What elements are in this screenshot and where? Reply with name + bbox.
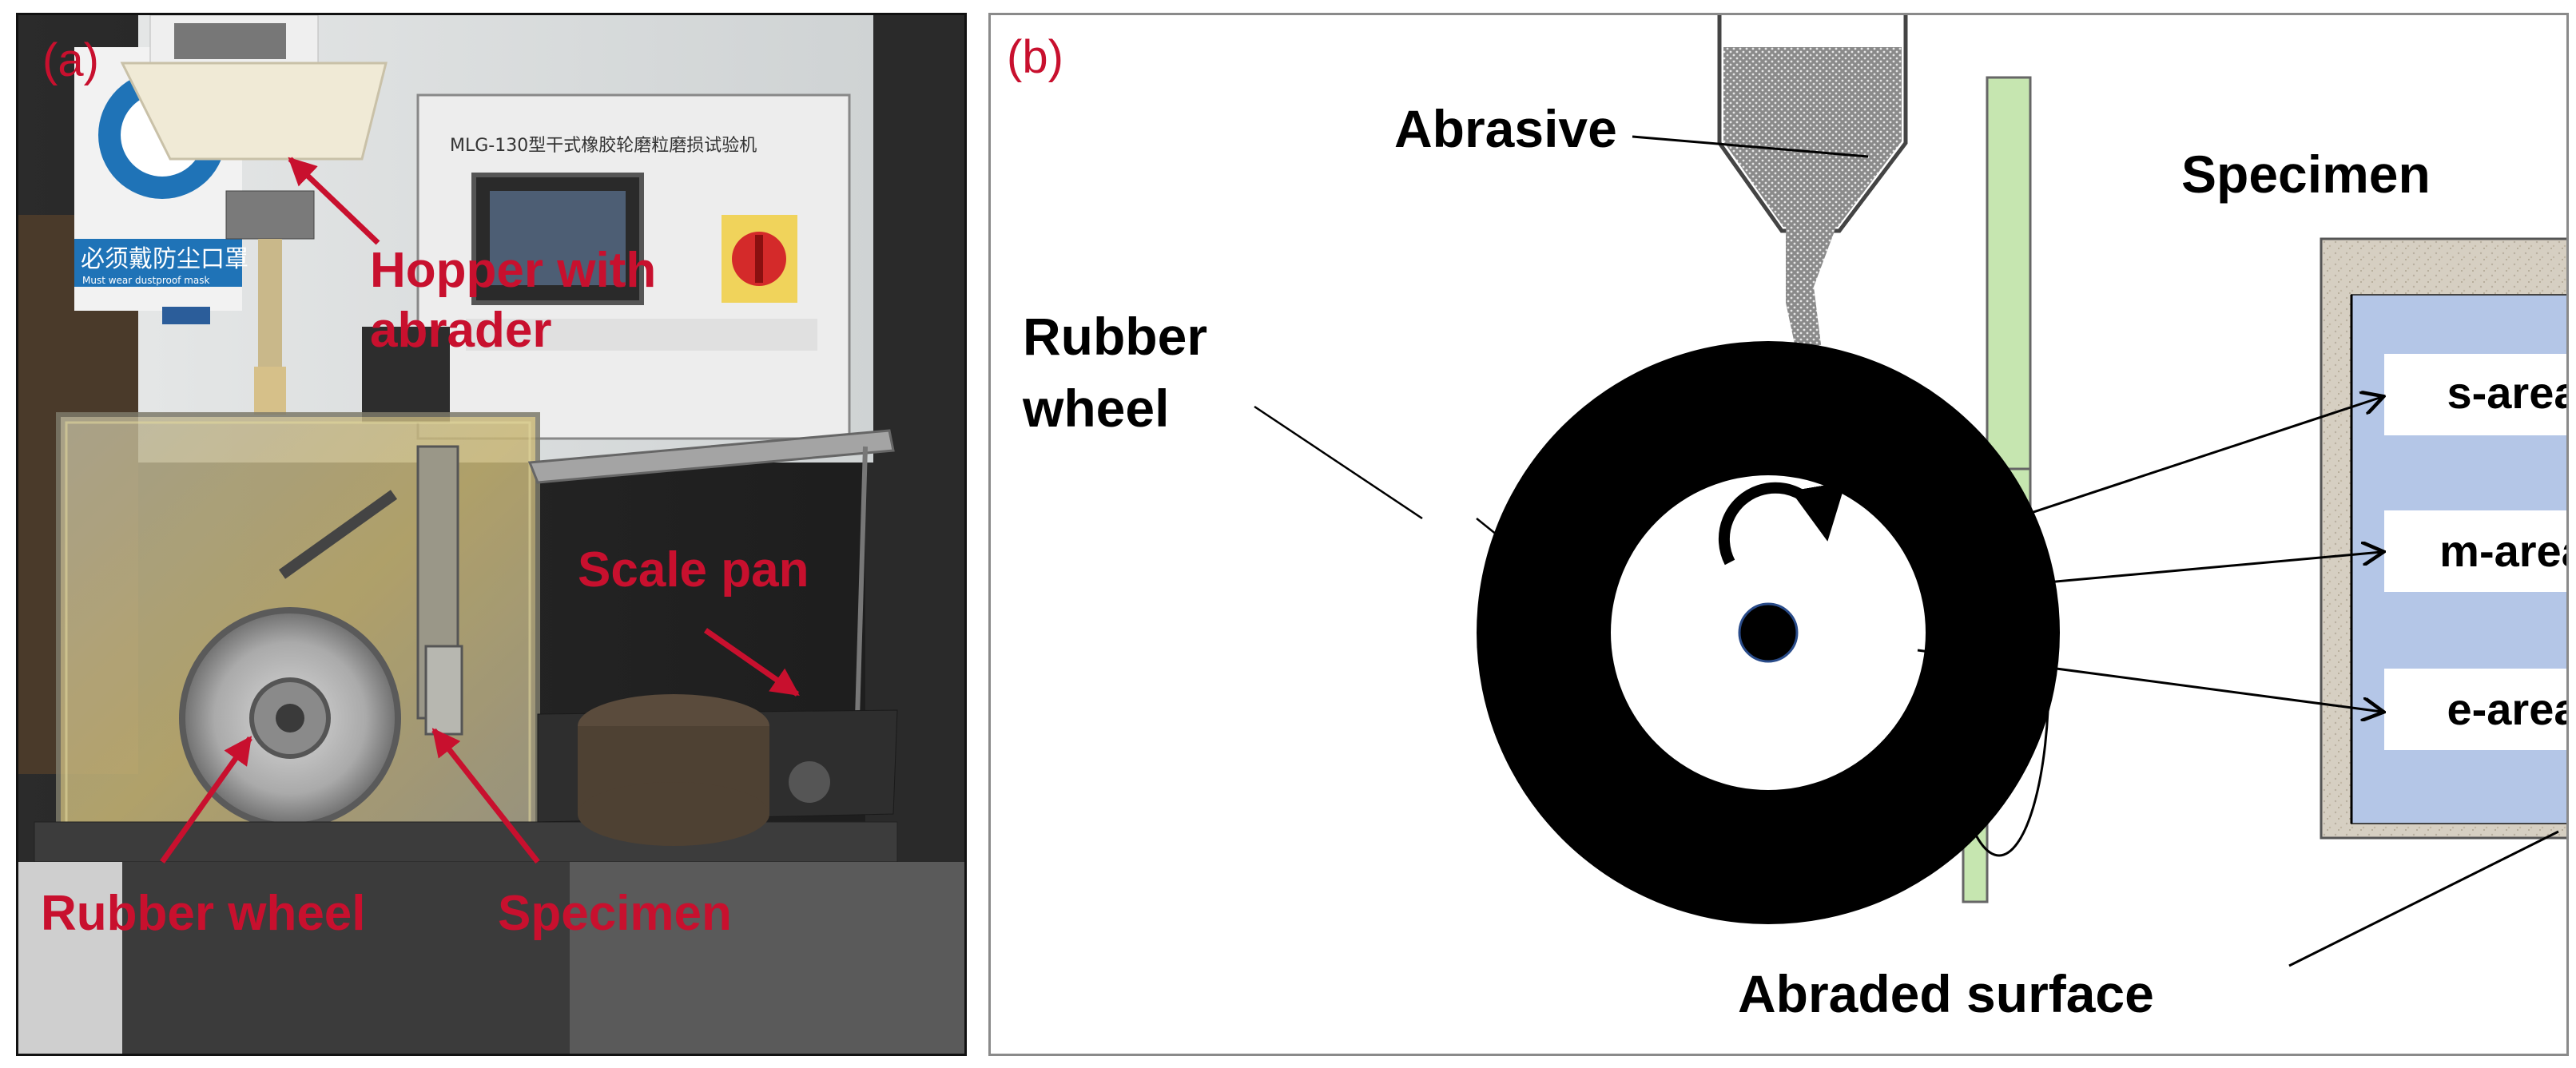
e-area-arrow	[1917, 649, 2382, 712]
specimen-label-b: Specimen	[2181, 145, 2431, 204]
rubber-wheel-label-line2: wheel	[1022, 379, 1169, 438]
scale-pan-arrow	[704, 628, 800, 697]
machine-photo: 必须戴防尘口罩 Must wear dustproof mask MLG-130…	[18, 15, 964, 1054]
abraded-surface-leader	[2288, 830, 2559, 967]
hopper-label-line2: abrader	[370, 303, 551, 358]
abraded-surface-label: Abraded surface	[1738, 964, 2154, 1023]
s-area-arrow	[1941, 397, 2382, 544]
e-area-label: e-area	[2447, 684, 2566, 734]
svg-text:MLG-130型干式橡胶轮磨粒磨损试验机: MLG-130型干式橡胶轮磨粒磨损试验机	[450, 136, 757, 156]
abrasive-label: Abrasive	[1394, 99, 1617, 158]
m-area-arrow	[1941, 552, 2382, 594]
abrasive-leader	[1632, 135, 1869, 158]
rubber-wheel-label: Rubber wheel	[41, 886, 366, 941]
control-panel: MLG-130型干式橡胶轮磨粒磨损试验机	[416, 93, 851, 440]
rubber-wheel-photo	[179, 490, 401, 829]
e-area-box	[2384, 669, 2566, 750]
rubber-wheel-arrow	[160, 736, 252, 864]
rubber-wheel	[1477, 341, 2060, 924]
rubber-wheel-leader	[1254, 405, 1423, 520]
hopper	[120, 15, 450, 423]
specimen-arrow	[431, 728, 540, 864]
s-area-box	[2384, 354, 2566, 435]
rotation-arrow-icon	[1718, 481, 1847, 566]
specimen-label: Specimen	[498, 886, 732, 941]
leader-lines	[1254, 135, 2559, 967]
m-area-label: m-area	[2439, 526, 2566, 576]
specimen-frame	[2320, 237, 2566, 840]
weight-block	[578, 694, 769, 846]
contact-zone-ellipse	[1948, 502, 2050, 857]
hopper-arrow	[288, 157, 380, 245]
photo-annotation-arrows	[160, 157, 800, 864]
s-area-label: s-area	[2447, 367, 2566, 418]
panel-b-schematic: (b)	[988, 13, 2569, 1056]
hopper-label-line1: Hopper with	[370, 243, 656, 298]
wheel-axle	[1738, 602, 1799, 663]
schematic-diagram: (b)	[1007, 15, 2566, 1023]
svg-text:必须戴防尘口罩: 必须戴防尘口罩	[81, 245, 248, 273]
svg-text:Must wear dustproof mask: Must wear dustproof mask	[82, 275, 210, 286]
lower-cabinet	[122, 862, 570, 1054]
m-area-box	[2384, 510, 2566, 592]
panel-a-letter: (a)	[42, 34, 99, 86]
scale-pan-label: Scale pan	[578, 542, 809, 598]
panel-b-letter: (b)	[1007, 31, 1063, 83]
rubber-wheel-label-line1: Rubber	[1023, 307, 1207, 366]
panel-a-photo: 必须戴防尘口罩 Must wear dustproof mask MLG-130…	[16, 13, 967, 1056]
